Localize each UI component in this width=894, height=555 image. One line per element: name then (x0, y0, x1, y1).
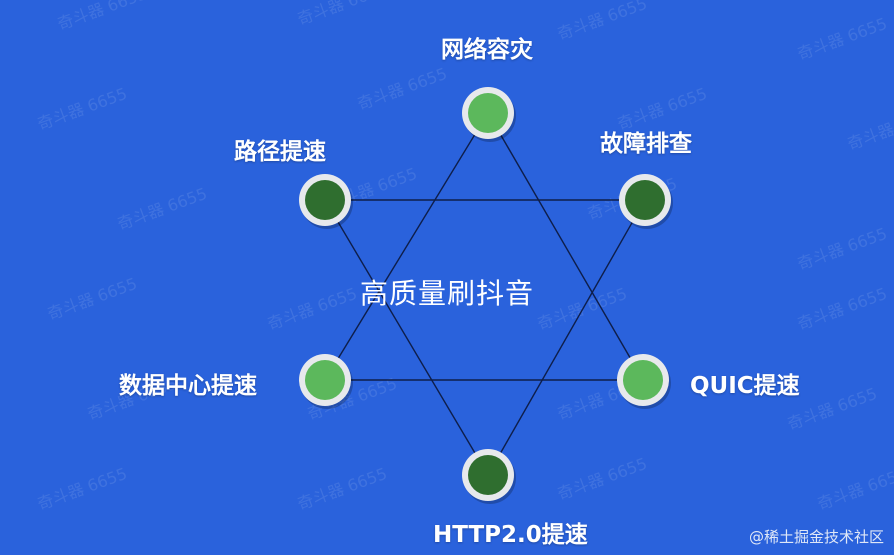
node-datacenter-acceleration (299, 354, 353, 409)
source-credit: @稀土掘金技术社区 (748, 528, 884, 546)
watermark-stamp: 奇斗器 6655 (555, 0, 650, 44)
node-quic-acceleration (617, 354, 671, 409)
node-core (305, 180, 345, 220)
watermark-stamp: 奇斗器 6655 (555, 454, 650, 504)
node-core (305, 360, 345, 400)
node-path-acceleration (299, 174, 353, 229)
node-core (468, 455, 508, 495)
watermark-stamp: 奇斗器 6655 (55, 0, 150, 34)
watermark-stamp: 奇斗器 6655 (795, 14, 890, 64)
watermark-stamp: 奇斗器 6655 (615, 84, 710, 134)
node-network-disaster-recovery (462, 87, 516, 142)
connector-line (487, 112, 644, 381)
label-path-acceleration: 路径提速 (234, 139, 326, 165)
watermark-stamp: 奇斗器 6655 (295, 464, 390, 514)
watermark-stamp: 奇斗器 6655 (35, 84, 130, 134)
node-core (468, 93, 508, 133)
node-http2-acceleration (462, 449, 516, 504)
connector-line (324, 199, 489, 476)
watermark-stamp: 奇斗器 6655 (355, 64, 450, 114)
label-network-disaster-recovery: 网络容灾 (441, 37, 533, 63)
watermark-stamp: 奇斗器 6655 (115, 184, 210, 234)
label-troubleshooting: 故障排查 (600, 131, 692, 157)
node-core (625, 180, 665, 220)
watermark-stamp: 奇斗器 6655 (795, 224, 890, 274)
center-title: 高质量刷抖音 (359, 277, 534, 310)
connector-line (324, 112, 489, 381)
watermark-stamp: 奇斗器 6655 (295, 0, 390, 29)
label-datacenter-acceleration: 数据中心提速 (119, 373, 257, 399)
node-troubleshooting (619, 174, 673, 229)
node-core (623, 360, 663, 400)
label-quic-acceleration: QUIC提速 (690, 373, 800, 399)
connector-line (487, 199, 646, 476)
watermark-stamp: 奇斗器 6655 (35, 464, 130, 514)
watermark-stamp: 奇斗器 6655 (845, 104, 894, 154)
label-http2-acceleration: HTTP2.0提速 (433, 522, 588, 548)
watermark-stamp: 奇斗器 6655 (815, 464, 894, 514)
